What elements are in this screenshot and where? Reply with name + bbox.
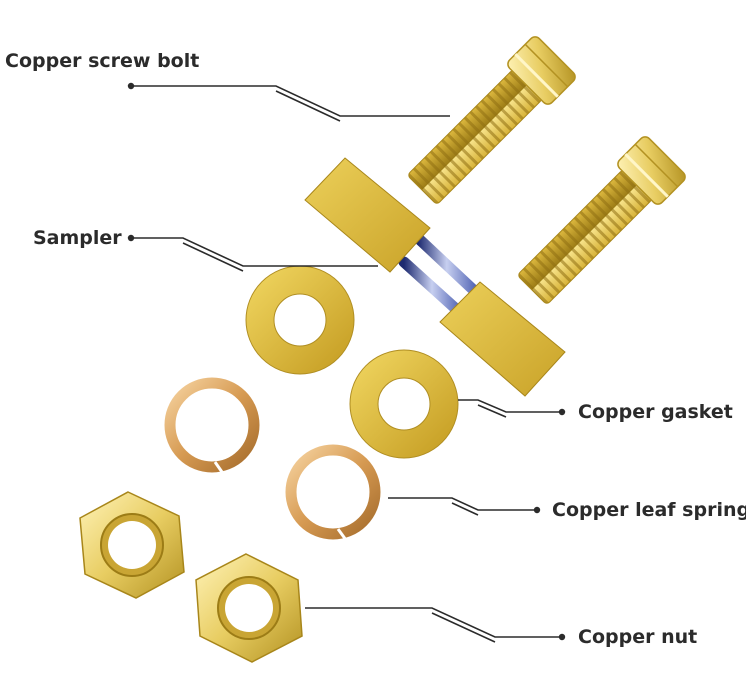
sampler [304,157,566,397]
copper-leaf-spring-2 [285,444,381,541]
leader-sampler [127,234,378,272]
label-copper-screw-bolt: Copper screw bolt [5,50,200,72]
copper-screw-bolt-1 [408,36,576,204]
copper-nut-2 [195,553,303,663]
copper-gasket-1 [245,265,355,375]
leader-screw-bolt [127,82,450,122]
label-copper-gasket: Copper gasket [578,401,733,423]
leader-gasket [458,399,566,418]
leader-leaf-spring [388,497,541,516]
label-sampler: Sampler [33,227,122,249]
copper-nut-1 [79,491,185,599]
copper-screw-bolt-2 [518,136,686,304]
leader-nut [305,607,566,643]
label-copper-nut: Copper nut [578,626,698,648]
copper-gasket-2 [349,349,459,459]
leader-lines [127,82,566,643]
label-copper-leaf-spring: Copper leaf spring [552,499,746,521]
copper-leaf-spring-1 [164,377,260,473]
